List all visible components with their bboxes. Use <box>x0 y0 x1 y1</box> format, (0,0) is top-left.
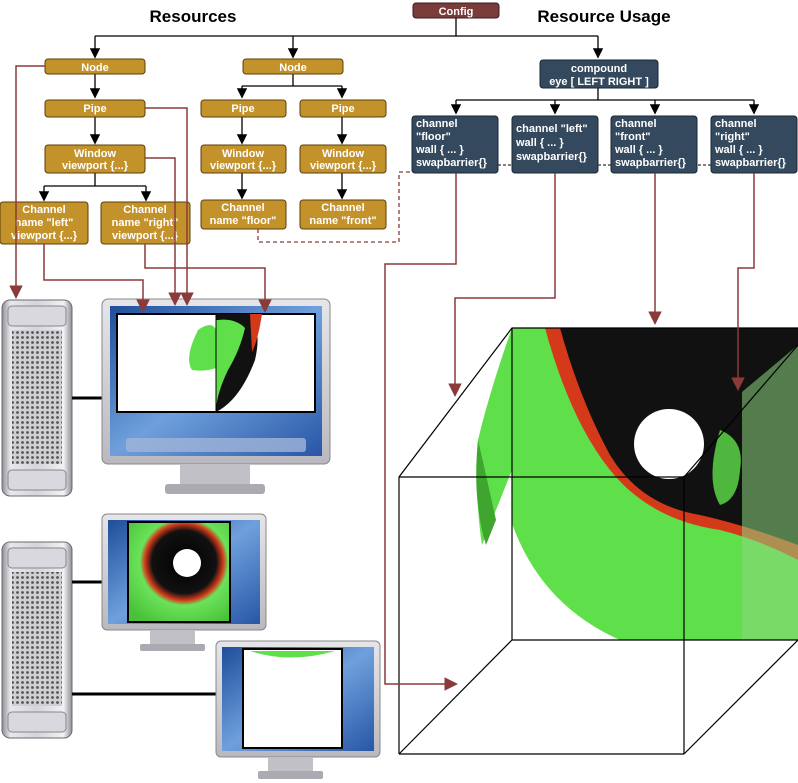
node1-label: Node <box>81 62 109 74</box>
usage-right-line3: wall { ... } <box>714 144 763 156</box>
channel-floor-line1: Channel <box>221 202 264 214</box>
node2-window-a-line1: Window <box>222 148 264 160</box>
channel-front-box <box>299 199 387 230</box>
config-label: Config <box>439 6 474 18</box>
usage-channel-front-box <box>610 115 698 174</box>
node1-window-line2: viewport {...} <box>62 160 129 172</box>
node1-pipe-label: Pipe <box>83 103 106 115</box>
usage-left-line3: swapbarrier{} <box>516 151 588 163</box>
channel-floor-line2: name "floor" <box>210 215 277 227</box>
compound-line1: compound <box>571 63 627 75</box>
usage-front-line4: swapbarrier{} <box>615 157 687 169</box>
usage-channel-floor-box <box>411 115 499 174</box>
node2-window-a-line2: viewport {...} <box>210 160 277 172</box>
node2-window-b-line2: viewport {...} <box>310 160 377 172</box>
usage-right-line2: "right" <box>715 131 750 143</box>
node2-window-b-line1: Window <box>322 148 364 160</box>
node2-pipe-b-label: Pipe <box>331 103 354 115</box>
mapping-arrows <box>9 65 755 691</box>
usage-floor-line4: swapbarrier{} <box>416 157 488 169</box>
node2-pipe-a-label: Pipe <box>231 103 254 115</box>
channel-front-line1: Channel <box>321 202 364 214</box>
usage-front-line1: channel <box>615 118 657 130</box>
usage-right-line4: swapbarrier{} <box>715 157 787 169</box>
usage-front-line3: wall { ... } <box>614 144 663 156</box>
channel-right-line1: Channel <box>123 204 166 216</box>
usage-front-line2: "front" <box>615 131 650 143</box>
cables <box>72 396 216 696</box>
node2-pipe-a-box <box>200 99 287 118</box>
node2-window-a-box <box>200 144 287 174</box>
node2-pipe-b-box <box>299 99 387 118</box>
channel-floor-box <box>200 199 287 230</box>
resources-heading: Resources <box>150 7 237 26</box>
monitor-3 <box>215 640 381 779</box>
usage-left-line1: channel "left" <box>516 123 588 135</box>
compound-line2: eye [ LEFT RIGHT ] <box>549 76 649 88</box>
node1-window-box <box>44 144 146 174</box>
node2-label: Node <box>279 62 307 74</box>
node1-group: Node Pipe Window viewport {...} Channel … <box>0 58 191 245</box>
tower-1 <box>1 299 73 497</box>
node2-group: Node Pipe Pipe Window viewport {...} Win… <box>200 58 387 230</box>
channel-left-line3: viewport {...} <box>11 230 78 242</box>
resource-usage-heading: Resource Usage <box>537 7 670 26</box>
tower-2 <box>1 541 73 739</box>
monitor-1 <box>101 298 331 494</box>
node2-box <box>242 58 344 75</box>
channel-right-line2: name "right" <box>112 217 179 229</box>
compound-box <box>539 59 659 89</box>
node1-window-line1: Window <box>74 148 116 160</box>
channel-right-line3: viewport {...} <box>112 230 179 242</box>
usage-left-line2: wall { ... } <box>515 137 564 149</box>
top-tree-lines <box>38 18 760 202</box>
usage-floor-line3: wall { ... } <box>415 144 464 156</box>
channel-left-line2: name "left" <box>15 217 74 229</box>
monitor-2 <box>101 513 267 651</box>
channel-front-line2: name "front" <box>309 215 376 227</box>
usage-group: compound eye [ LEFT RIGHT ] channel "flo… <box>411 59 798 174</box>
channel-left-line1: Channel <box>22 204 65 216</box>
cave-render <box>398 327 798 755</box>
node2-window-b-box <box>299 144 387 174</box>
usage-right-line1: channel <box>715 118 757 130</box>
usage-floor-line2: "floor" <box>416 131 451 143</box>
usage-floor-line1: channel <box>416 118 458 130</box>
floor-dashed-link <box>257 171 412 243</box>
